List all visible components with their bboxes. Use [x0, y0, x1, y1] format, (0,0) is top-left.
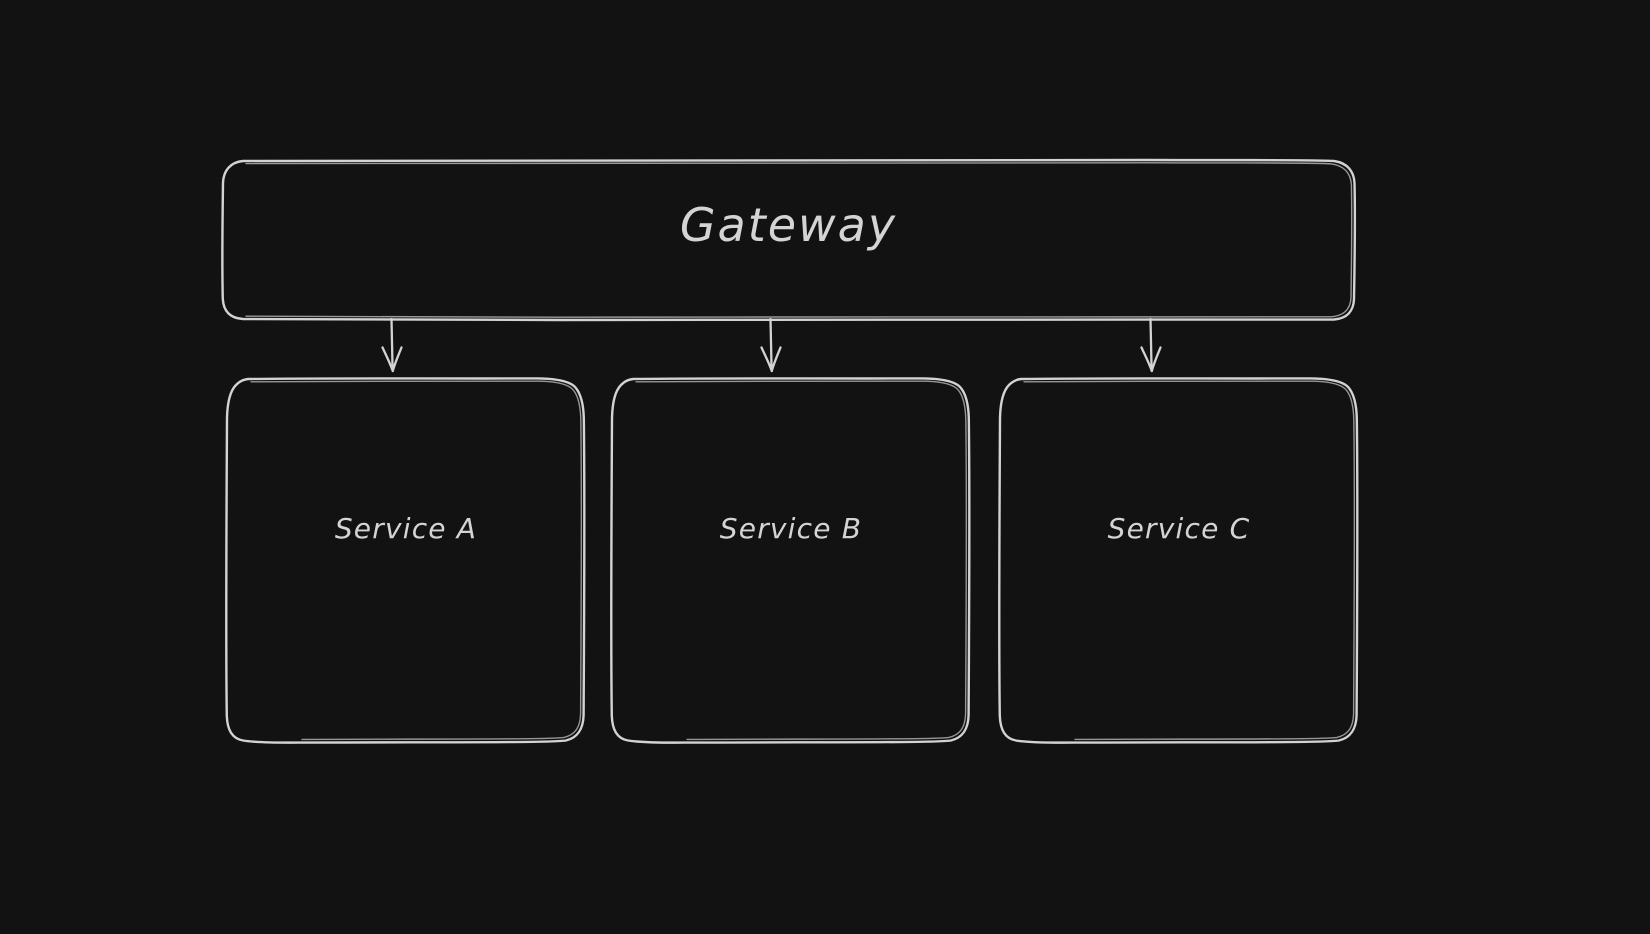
node-service-c-shape[interactable]	[998, 377, 1359, 744]
edge-gateway-service-c[interactable]	[1140, 317, 1162, 373]
node-service-a-shape[interactable]	[225, 377, 586, 744]
edge-gateway-service-b[interactable]	[760, 317, 782, 373]
node-service-b-shape[interactable]	[610, 377, 971, 744]
edge-gateway-service-a[interactable]	[381, 317, 403, 373]
node-gateway-shape[interactable]	[221, 158, 1357, 322]
